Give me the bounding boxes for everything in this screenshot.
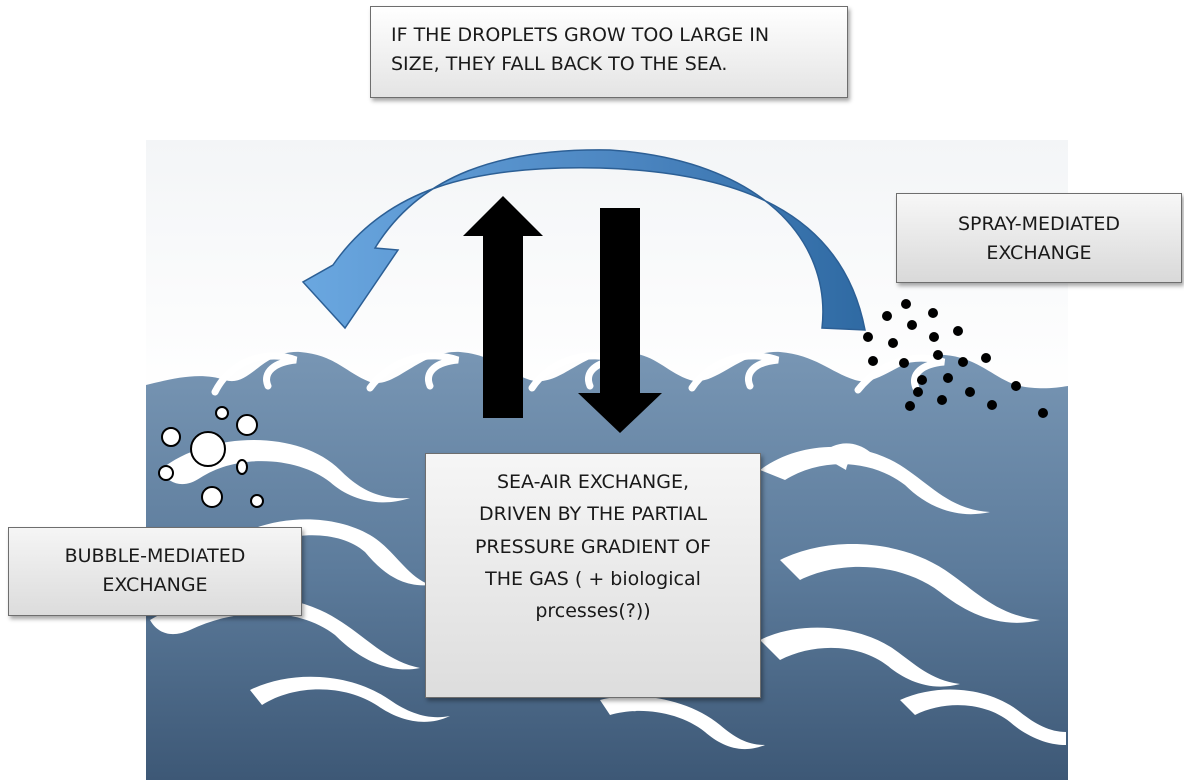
label-line: SPRAY-MEDIATED bbox=[957, 213, 1121, 235]
spray-droplet-icon bbox=[937, 395, 947, 405]
spray-droplet-icon bbox=[1011, 381, 1021, 391]
label-line: PRESSURE GRADIENT OF bbox=[474, 535, 712, 558]
spray-droplet-icon bbox=[882, 311, 892, 321]
bubble-icon bbox=[236, 414, 258, 436]
label-line: prcesses(?)) bbox=[535, 600, 651, 623]
bubbles bbox=[158, 406, 264, 508]
spray-droplet-icon bbox=[958, 357, 968, 367]
down-arrow-icon bbox=[578, 208, 662, 433]
spray-droplet-icon bbox=[868, 356, 878, 366]
spray-droplet-icon bbox=[933, 350, 943, 360]
surface-wave-crests bbox=[211, 352, 946, 396]
spray-droplet-icon bbox=[913, 387, 923, 397]
label-line: EXCHANGE bbox=[986, 242, 1092, 265]
spray-droplet-icon bbox=[888, 338, 898, 348]
label-line: EXCHANGE bbox=[102, 574, 208, 597]
label-line: THE GAS ( + biological bbox=[485, 567, 701, 590]
spray-droplet-icon bbox=[943, 373, 953, 383]
spray-droplet-icon bbox=[905, 401, 915, 411]
spray-droplets bbox=[863, 299, 1048, 418]
bubble-icon bbox=[250, 494, 264, 508]
label-line: SEA-AIR EXCHANGE, bbox=[496, 471, 690, 493]
label-line: DRIVEN BY THE PARTIAL bbox=[478, 503, 708, 526]
spray-droplet-icon bbox=[1038, 408, 1048, 418]
spray-droplet-icon bbox=[965, 387, 975, 397]
bubble-mediated-exchange-label: BUBBLE-MEDIATED EXCHANGE bbox=[8, 527, 302, 616]
bubble-icon bbox=[158, 465, 174, 481]
sea-air-exchange-label: SEA-AIR EXCHANGE, DRIVEN BY THE PARTIAL … bbox=[425, 453, 761, 698]
note-line: IF THE DROPLETS GROW TOO LARGE IN bbox=[391, 24, 770, 46]
note-line: SIZE, THEY FALL BACK TO THE SEA. bbox=[391, 53, 728, 76]
droplets-fall-back-note: IF THE DROPLETS GROW TOO LARGE IN SIZE, … bbox=[370, 6, 848, 98]
curved-arrow-icon bbox=[301, 149, 866, 331]
bubble-icon bbox=[161, 427, 181, 447]
bubble-icon bbox=[190, 431, 226, 467]
spray-droplet-icon bbox=[987, 400, 997, 410]
spray-droplet-icon bbox=[907, 320, 917, 330]
spray-droplet-icon bbox=[901, 299, 911, 309]
bubble-icon bbox=[201, 486, 223, 508]
spray-droplet-icon bbox=[917, 375, 927, 385]
spray-droplet-icon bbox=[928, 308, 938, 318]
spray-droplet-icon bbox=[929, 332, 939, 342]
spray-mediated-exchange-label: SPRAY-MEDIATED EXCHANGE bbox=[896, 193, 1182, 283]
bubble-icon bbox=[215, 406, 229, 420]
up-arrow-icon bbox=[463, 196, 543, 418]
spray-droplet-icon bbox=[899, 358, 909, 368]
spray-droplet-icon bbox=[953, 326, 963, 336]
label-line: BUBBLE-MEDIATED bbox=[64, 545, 246, 567]
spray-droplet-icon bbox=[863, 332, 873, 342]
spray-droplet-icon bbox=[981, 353, 991, 363]
bubble-icon bbox=[236, 459, 248, 475]
